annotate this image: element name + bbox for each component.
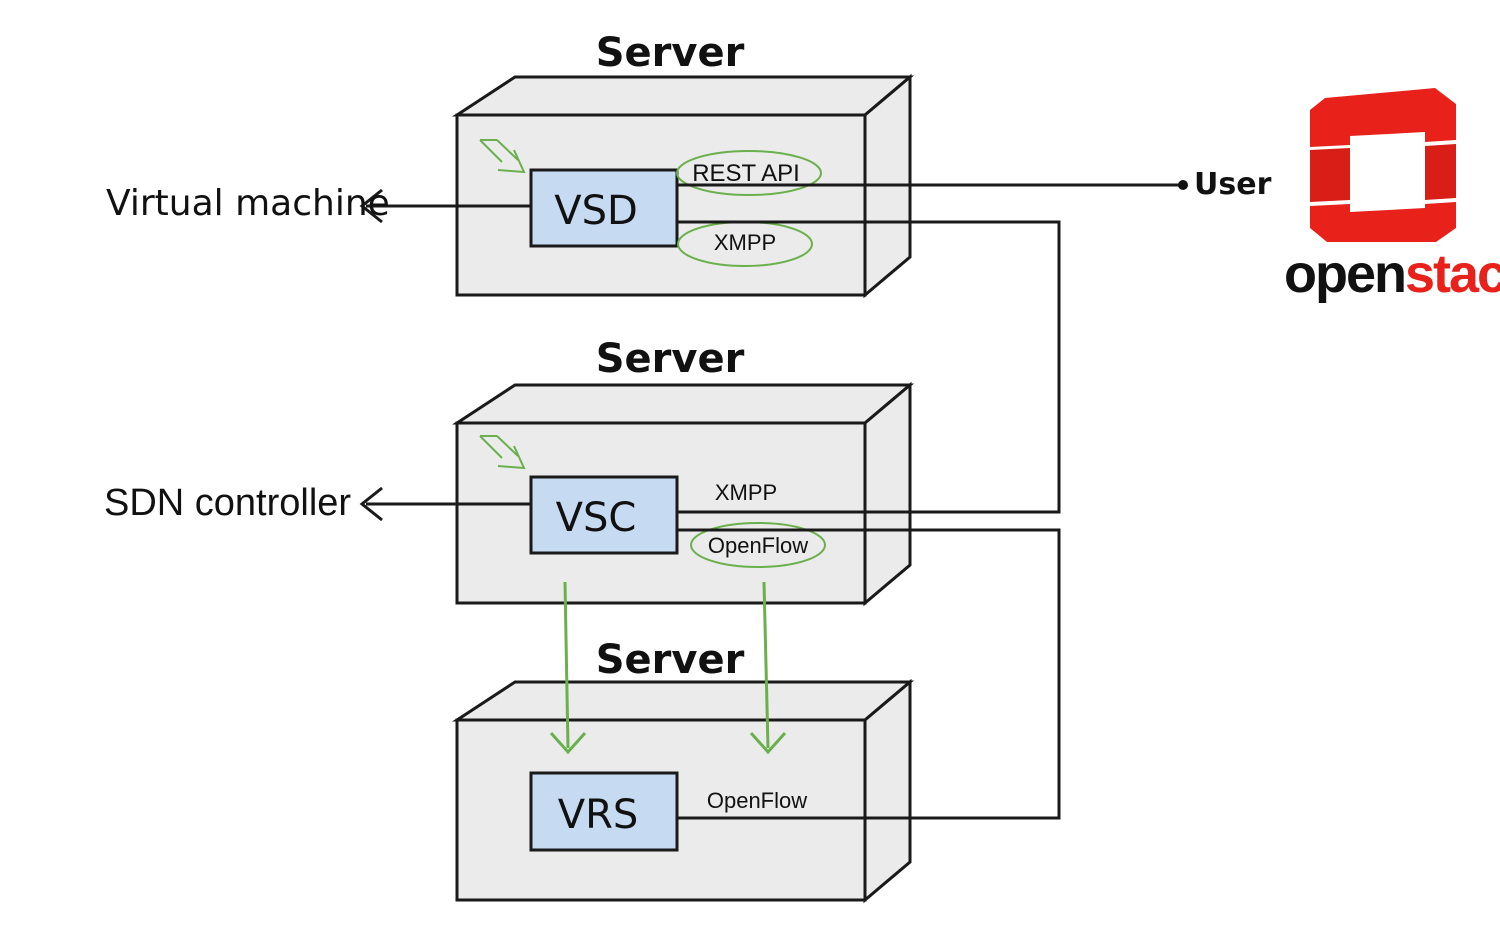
green-down-arrows — [549, 581, 787, 755]
server-top-face-3 — [451, 680, 915, 722]
server-box-vrs: Server VRS OpenFlow — [451, 637, 915, 904]
xmpp-label-1: XMPP — [714, 230, 776, 255]
server-title-1: Server — [596, 30, 745, 76]
openstack-logo-middle — [1310, 144, 1456, 202]
openstack-logo: openstack — [1284, 88, 1500, 304]
openflow-connector — [677, 528, 1061, 820]
rest-api-highlight — [676, 150, 822, 196]
server-title-3: Server — [596, 637, 745, 683]
server-side-face-2 — [863, 381, 912, 607]
openstack-logo-top — [1310, 88, 1456, 147]
rest-api-label: REST API — [692, 160, 800, 187]
user-endpoint-dot — [1178, 180, 1188, 190]
openflow-highlight — [690, 522, 826, 568]
server-top-face-1 — [451, 75, 915, 117]
server-box-vsc: Server VSC XMPP OpenFlow — [451, 336, 915, 607]
openstack-wordmark: openstack — [1284, 244, 1500, 304]
openstack-wordmark-open: open — [1284, 244, 1405, 304]
connections — [359, 183, 1182, 820]
sdn-arrowhead-icon — [359, 486, 383, 522]
green-down-arrow-right — [762, 581, 770, 749]
vsd-component — [529, 168, 679, 248]
virtual-machine-label: Virtual machine — [106, 183, 390, 224]
openstack-logo-bottom — [1310, 202, 1456, 242]
server-box-vsd: Server VSD REST API XMPP — [451, 30, 915, 299]
green-arrow-icon — [479, 139, 526, 174]
vrs-component — [529, 771, 679, 852]
vrs-label: VRS — [558, 792, 639, 838]
green-arrowhead-right-icon — [749, 731, 787, 755]
vm-arrowhead-icon — [359, 188, 383, 224]
sdn-controller-label: SDN controller — [104, 482, 351, 524]
vsc-component — [529, 475, 679, 555]
vsd-label: VSD — [554, 188, 638, 234]
openflow-label-1: OpenFlow — [708, 533, 808, 558]
openstack-wordmark-stack: stack — [1405, 244, 1500, 304]
green-down-arrow-left — [563, 581, 570, 749]
xmpp-connector — [677, 220, 1061, 514]
vsc-label: VSC — [556, 495, 637, 541]
green-arrow-icon — [479, 435, 526, 470]
xmpp-label-2: XMPP — [715, 480, 777, 505]
green-arrowhead-left-icon — [549, 731, 587, 755]
openflow-label-2: OpenFlow — [707, 788, 807, 813]
server-title-2: Server — [596, 336, 745, 382]
user-label: User — [1194, 167, 1272, 202]
server-top-face-2 — [451, 383, 915, 425]
server-side-face-3 — [863, 678, 912, 904]
